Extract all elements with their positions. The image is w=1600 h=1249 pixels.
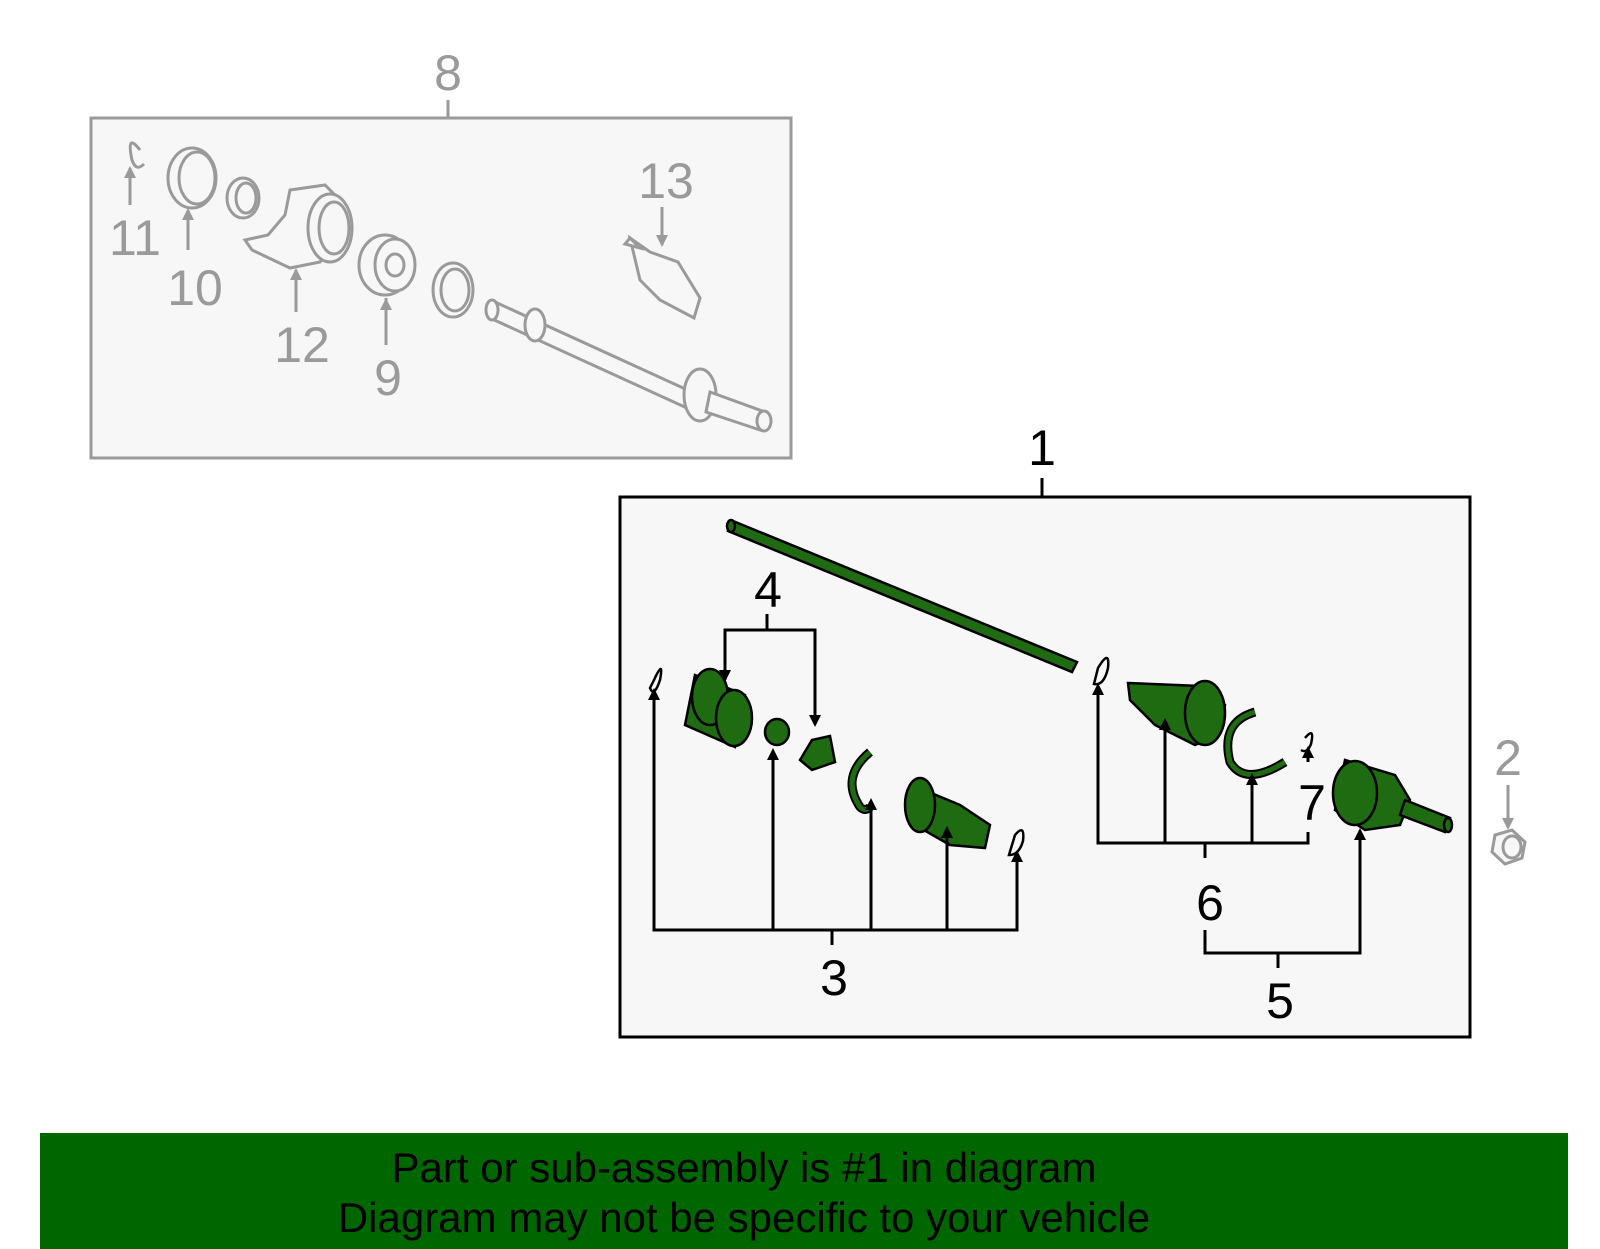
info-banner: Part or sub-assembly is #1 in diagram Di… <box>40 1133 1568 1249</box>
subassembly-8-group: 8 11 10 12 <box>89 45 793 460</box>
nut-part-2: 2 <box>1490 730 1527 866</box>
outer-joint-parts <box>1092 656 1314 779</box>
assembly-1-box <box>618 495 1472 1039</box>
banner-line-2: Diagram may not be specific to your vehi… <box>337 1194 1151 1241</box>
outer-cv-joint <box>1331 758 1454 834</box>
callout-1: 1 <box>1028 420 1056 476</box>
bracket-3 <box>652 695 1019 945</box>
clip-part-11 <box>128 141 146 169</box>
bracket-5 <box>1203 832 1362 968</box>
callout-7: 7 <box>1298 775 1326 831</box>
callout-13: 13 <box>638 153 694 209</box>
callout-3: 3 <box>820 950 848 1006</box>
bracket-part-13 <box>622 234 702 321</box>
bracket-part-12 <box>242 183 354 270</box>
inner-joint-parts <box>648 667 1025 857</box>
bracket-4 <box>723 614 817 720</box>
callout-11: 11 <box>109 210 161 266</box>
callout-6: 6 <box>1196 875 1224 931</box>
banner-line-1: Part or sub-assembly is #1 in diagram <box>391 1144 1097 1191</box>
callout-8: 8 <box>434 45 462 101</box>
assembly-1-group: 1 <box>618 420 1472 1039</box>
bracket-6 <box>1096 690 1310 858</box>
small-ring <box>225 176 261 220</box>
callout-9: 9 <box>374 350 402 406</box>
callout-4: 4 <box>754 562 782 618</box>
bearing-part-9 <box>357 233 417 297</box>
axle-shaft <box>725 518 1079 674</box>
intermediate-shaft <box>484 298 773 433</box>
snap-ring <box>431 261 475 319</box>
callout-5: 5 <box>1266 973 1294 1029</box>
callout-10: 10 <box>167 260 223 316</box>
ring-part-10 <box>166 146 218 210</box>
callout-2: 2 <box>1494 730 1522 786</box>
callout-12: 12 <box>274 317 330 373</box>
